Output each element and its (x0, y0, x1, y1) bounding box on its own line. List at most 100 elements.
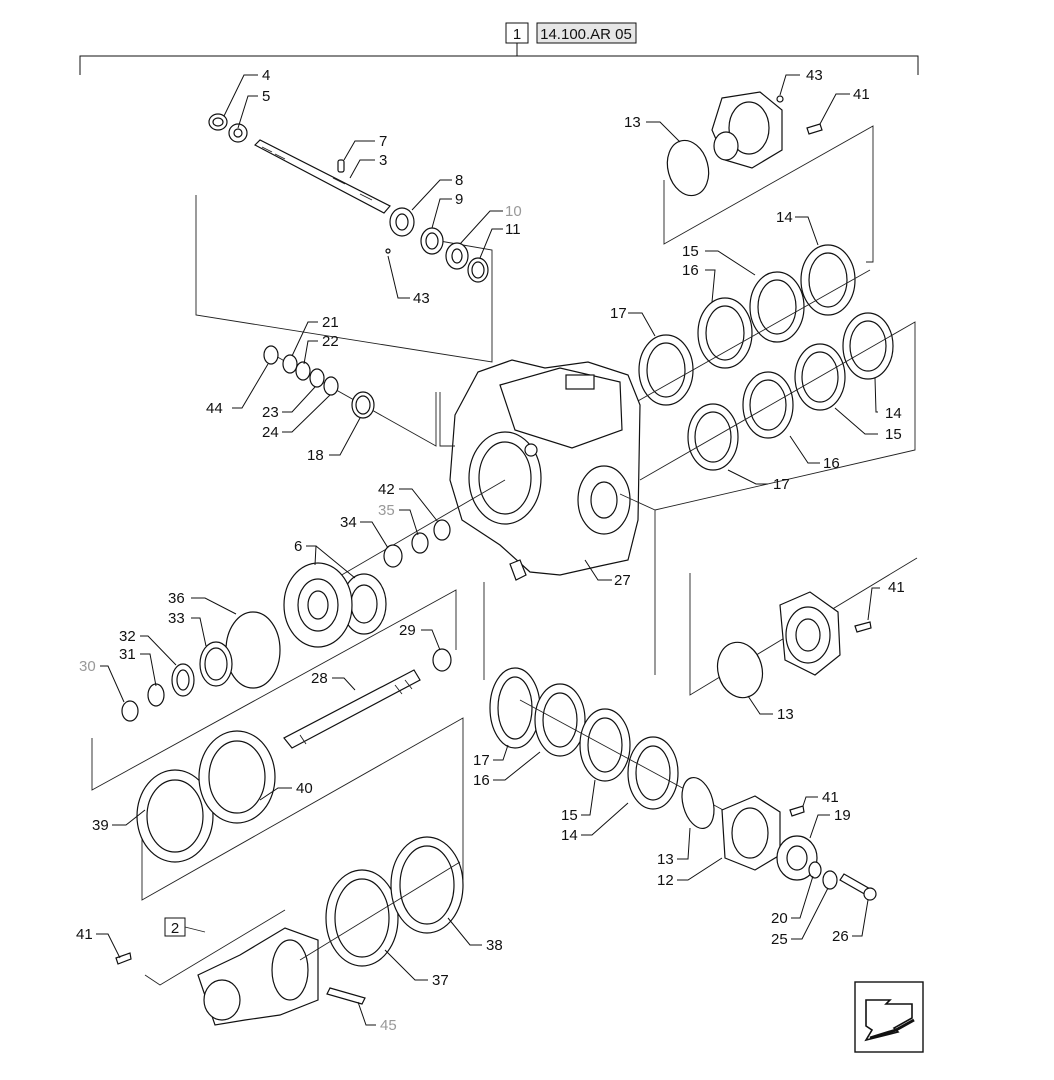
callout-label: 15 (682, 243, 699, 260)
callout-label: 17 (773, 476, 790, 493)
top-right-cover-group (621, 91, 916, 511)
gasket-16-top (697, 297, 753, 369)
callout-label: 13 (624, 114, 641, 131)
bolt-41-bl (115, 952, 132, 965)
callout-label: 44 (206, 400, 223, 417)
callout-label: 45 (380, 1017, 397, 1034)
callout-label: 13 (777, 706, 794, 723)
housing-side-bore-inner (590, 481, 618, 519)
callout-label: 7 (379, 133, 387, 150)
bottom-left-group: 2 (115, 836, 464, 1026)
plug-pin (385, 248, 391, 254)
bolt-26-head (863, 887, 877, 901)
seal-ring-18-inner (355, 395, 371, 415)
ref-box-code[interactable] (536, 22, 637, 44)
housing-breather (524, 443, 538, 457)
spacer-35 (411, 532, 429, 554)
dowel-45 (326, 987, 366, 1005)
callout-label: 16 (473, 772, 490, 789)
callout-label: 6 (294, 538, 302, 555)
callout-label: 31 (119, 646, 136, 663)
flange-12-bore (731, 807, 769, 859)
left-gasket-bracket (141, 717, 464, 901)
gasket-14-top (800, 244, 856, 316)
callout-label: 43 (413, 290, 430, 307)
housing-drain (509, 559, 527, 581)
shim-24 (323, 376, 339, 396)
output-shaft-group (283, 669, 421, 749)
callout-label: 41 (76, 926, 93, 943)
shim-21 (282, 354, 298, 374)
callout-label: 8 (455, 172, 463, 189)
callout-label: 27 (614, 572, 631, 589)
callout-label: 9 (455, 191, 463, 208)
gasket-16-mid (742, 371, 794, 439)
top-bracket (79, 55, 919, 75)
spacer-31 (147, 683, 165, 707)
o-ring-13 (666, 139, 710, 197)
callout-label: 41 (822, 789, 839, 806)
bearing-30 (121, 700, 139, 722)
sub-assembly-bracket (144, 909, 286, 986)
callout-label: 15 (885, 426, 902, 443)
gasket-38 (390, 836, 464, 934)
gear-group (91, 479, 506, 791)
next-page-arrow-icon[interactable] (854, 981, 924, 1053)
shim-44 (263, 345, 279, 365)
housing-bracket-left (439, 392, 455, 447)
callout-label: 18 (307, 447, 324, 464)
callout-label: 43 (806, 67, 823, 84)
gasket-37 (325, 869, 399, 967)
o-ring-36 (225, 611, 281, 689)
bolt-41-right (854, 621, 872, 633)
o-ring-20 (808, 861, 822, 879)
callout-label: 41 (888, 579, 905, 596)
callout-label: 23 (262, 404, 279, 421)
group-bracket (195, 195, 493, 363)
gasket-15-low (579, 708, 631, 782)
callout-label: 36 (168, 590, 185, 607)
callout-label: 39 (92, 817, 109, 834)
o-ring-13-right (716, 641, 764, 699)
callout-label: 21 (322, 314, 339, 331)
output-shaft (283, 669, 421, 749)
gear-bracket (91, 589, 457, 791)
gear-large-bore (307, 590, 329, 620)
callout-label: 14 (561, 827, 578, 844)
washer-25 (822, 870, 838, 890)
key-pin (337, 159, 345, 173)
plug-43 (776, 95, 784, 103)
ref-box-code-label: 14.100.AR 05 (540, 26, 632, 43)
callout-label: 30 (79, 658, 96, 675)
housing-nameplate (565, 374, 595, 390)
gasket-bracket-mid (639, 321, 916, 511)
o-ring-13-low (681, 776, 715, 830)
callout-label: 5 (262, 88, 270, 105)
callout-label: 10 (505, 203, 522, 220)
header-reference: 1 14.100.AR 05 (79, 22, 919, 75)
ref-box-2-label: 2 (171, 920, 179, 937)
spacer-34 (383, 544, 403, 568)
right-cover-bracket (689, 557, 918, 696)
callout-label: 35 (378, 502, 395, 519)
gasket-14-mid (842, 312, 894, 380)
callout-label: 19 (834, 807, 851, 824)
bolt-41-low (789, 805, 805, 817)
left-gasket-group (136, 717, 464, 901)
gasket-14-low (627, 736, 679, 810)
input-shaft (254, 139, 391, 214)
callout-label: 24 (262, 424, 279, 441)
callout-label: 28 (311, 670, 328, 687)
taper-bearing-inner (395, 213, 409, 231)
gasket-40 (198, 730, 276, 824)
gasket-17-top (638, 334, 694, 406)
yoke-19-inner (786, 845, 808, 871)
callout-label: 26 (832, 928, 849, 945)
callout-label: 13 (657, 851, 674, 868)
gasket-16-low (534, 683, 586, 757)
callout-label: 41 (853, 86, 870, 103)
callout-label: 42 (378, 481, 395, 498)
cover-bore (728, 101, 770, 155)
callout-label: 14 (776, 209, 793, 226)
